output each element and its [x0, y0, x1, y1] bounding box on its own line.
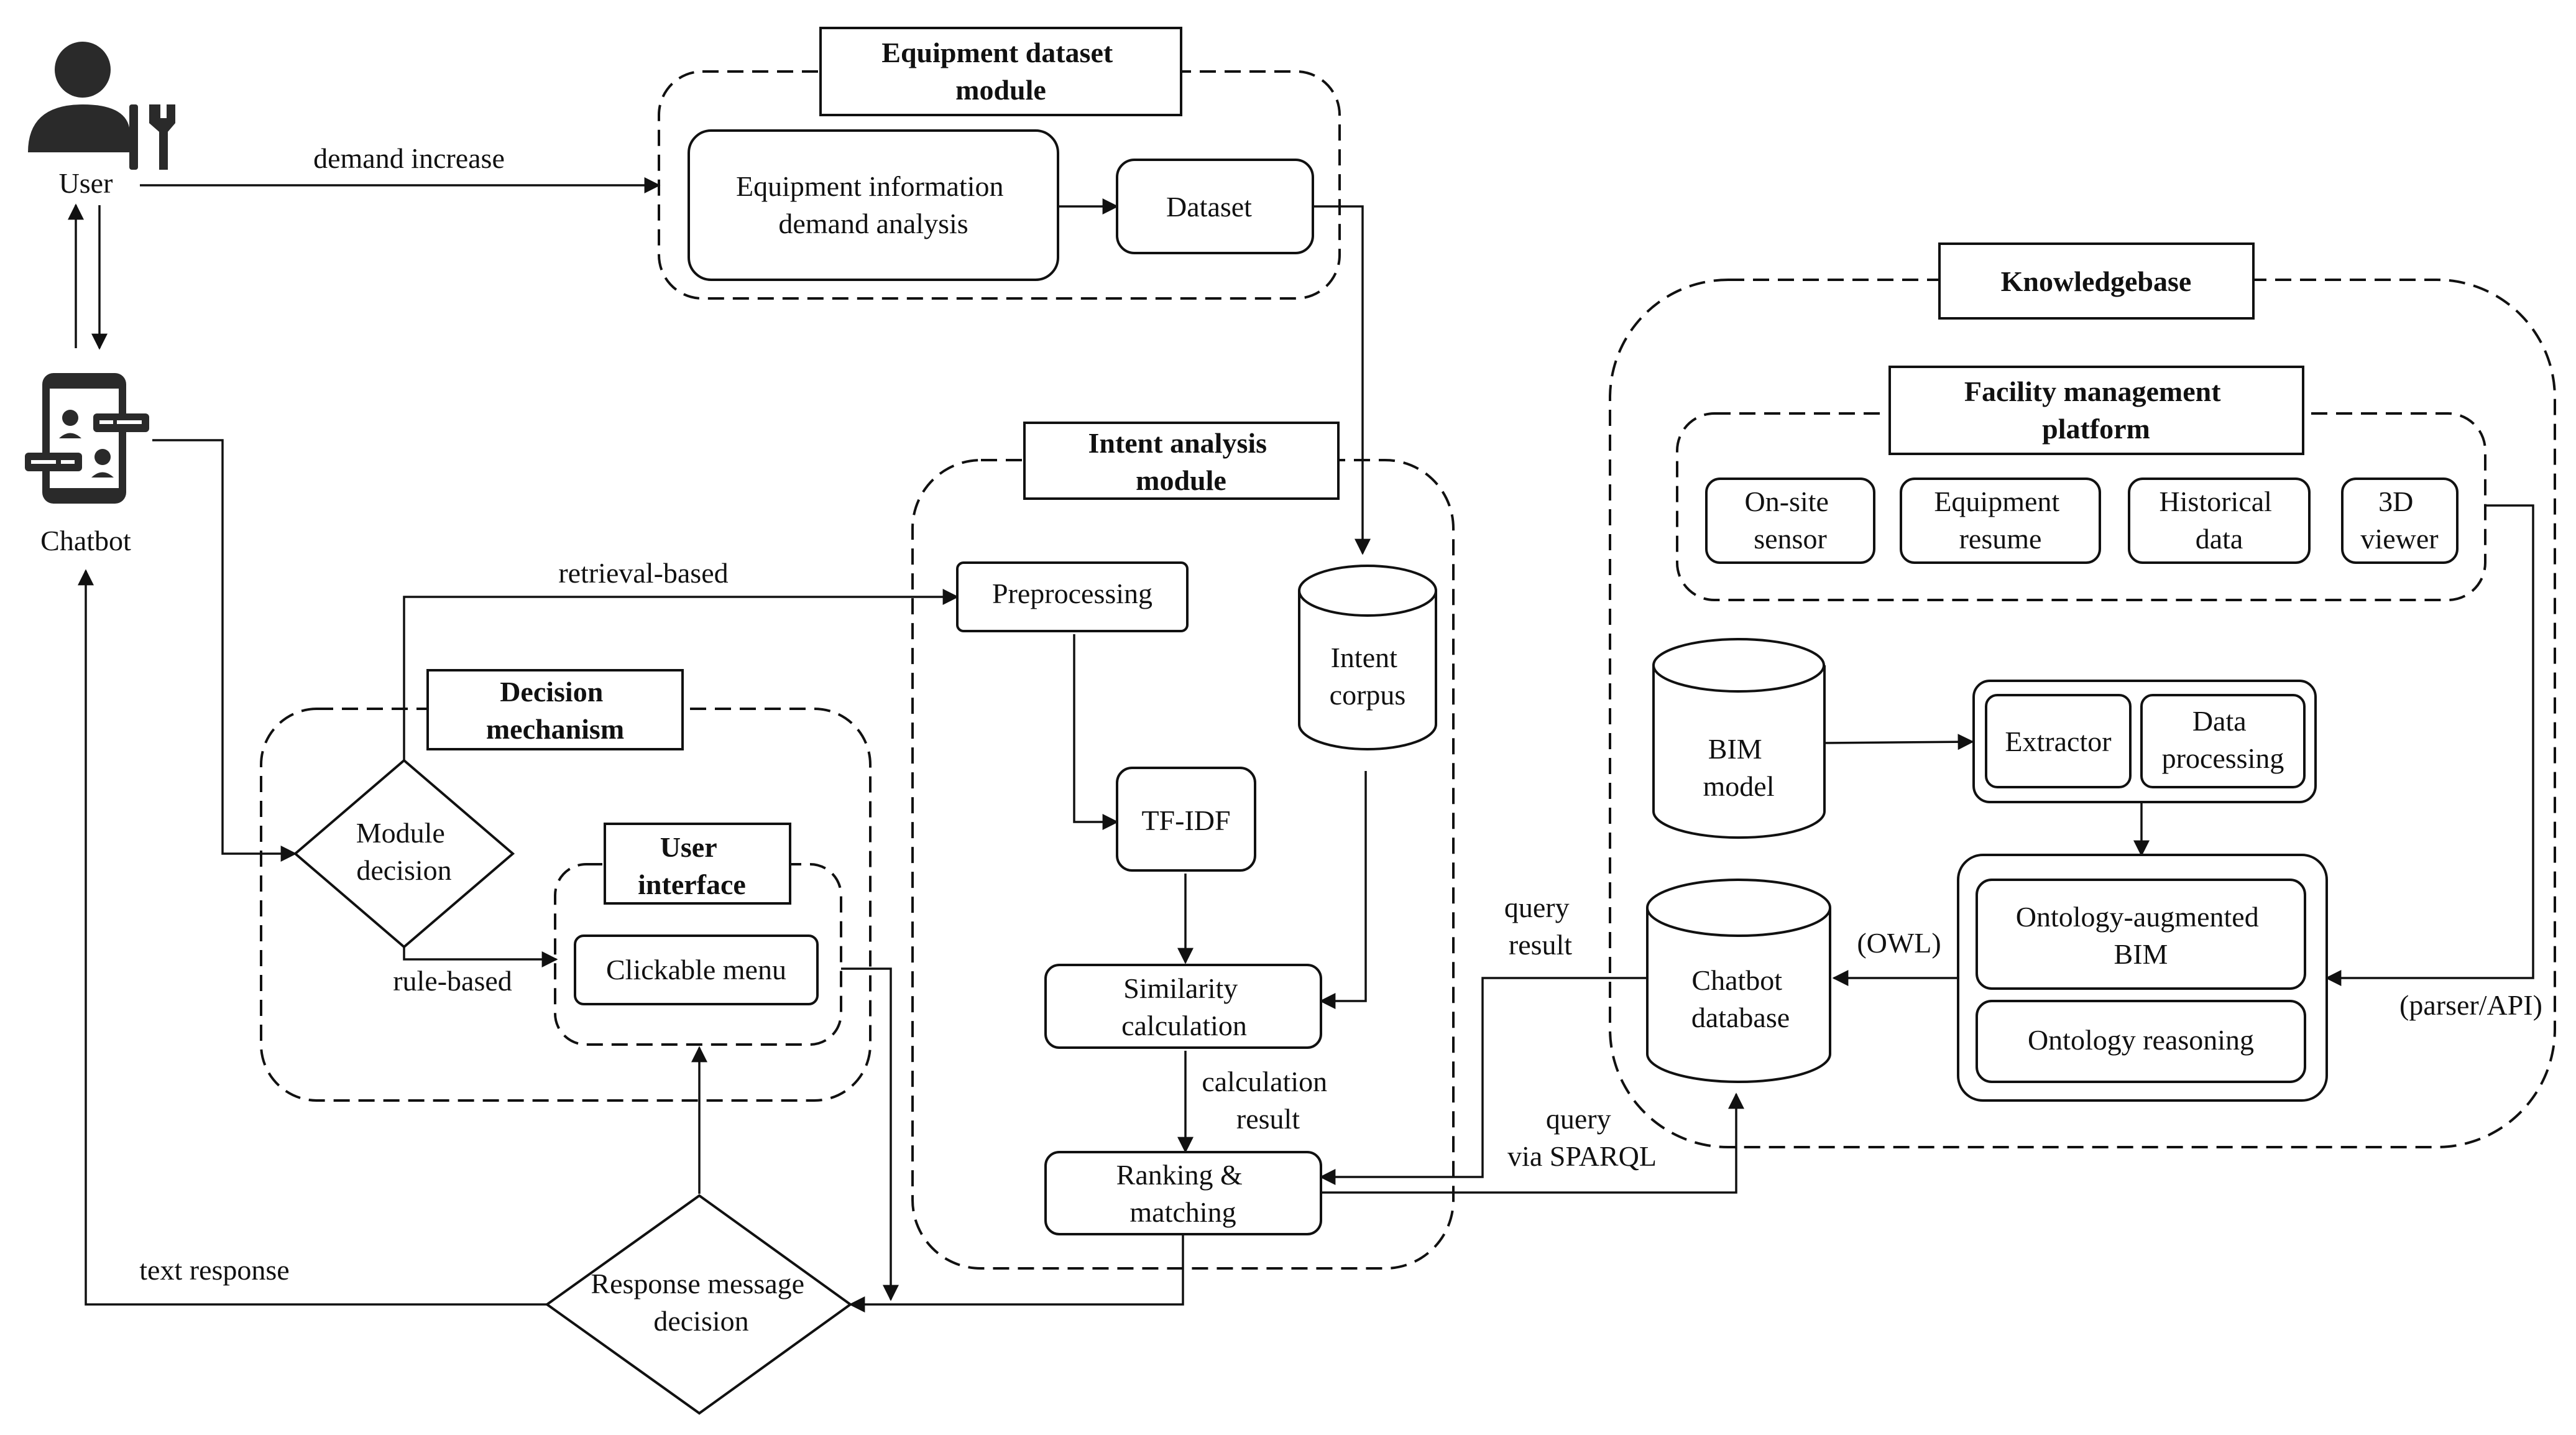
- extractor-label: Extractor: [2005, 726, 2111, 757]
- user-interface-title: User interface: [638, 831, 746, 900]
- similarity-box[interactable]: [1044, 964, 1322, 1049]
- chatbot-database-label: Chatbot database: [1691, 964, 1790, 1033]
- 3d-viewer-box[interactable]: [2341, 478, 2459, 564]
- tfidf-box[interactable]: [1116, 767, 1256, 872]
- historical-data-box[interactable]: [2128, 478, 2311, 564]
- edge-dataset-to-corpus: [1313, 205, 1371, 555]
- ranking-label: Ranking & matching: [1116, 1159, 1250, 1228]
- knowledgebase-title-box: [1938, 242, 2255, 320]
- label-calculation-result: calculation result: [1202, 1066, 1334, 1135]
- edge-ranking-to-response: [849, 1234, 1184, 1313]
- chatbot-label: Chatbot: [40, 525, 131, 556]
- edge-text-response: [78, 569, 547, 1306]
- chatbot-phone-icon: [25, 373, 149, 504]
- edge-corpus-to-similarity: [1319, 771, 1367, 1009]
- ontology-bim-box[interactable]: [1976, 879, 2306, 990]
- knowledgebase-title: Knowledgebase: [2001, 265, 2192, 297]
- label-query-result: query result: [1504, 892, 1576, 961]
- extractor-box[interactable]: [1985, 694, 2132, 788]
- intent-analysis-title: Intent analysis module: [1088, 427, 1274, 496]
- bim-model-label: BIM model: [1703, 733, 1775, 802]
- intent-corpus-label: Intent corpus: [1330, 642, 1406, 711]
- module-decision-diamond[interactable]: [293, 759, 515, 949]
- dataset-label: Dataset: [1166, 191, 1252, 223]
- label-demand-increase: demand increase: [313, 142, 505, 174]
- edge-chatbot-to-decision: [152, 439, 297, 862]
- decision-mechanism-title-box: [426, 669, 684, 750]
- data-processing-box[interactable]: [2140, 694, 2306, 788]
- onsite-sensor-label: On-site sensor: [1745, 486, 1836, 555]
- equipment-dataset-title: Equipment dataset module: [881, 37, 1120, 106]
- dataset-box[interactable]: [1116, 159, 1314, 254]
- clickable-menu-button[interactable]: [574, 934, 819, 1005]
- tfidf-label: TF-IDF: [1141, 805, 1230, 836]
- decision-mechanism-title: Decision mechanism: [486, 676, 624, 745]
- data-processing-label: Data processing: [2162, 705, 2284, 774]
- historical-data-label: Historical data: [2160, 486, 2279, 555]
- label-text-response: text response: [139, 1254, 289, 1286]
- fm-platform-title: Facility management platform: [1964, 376, 2228, 445]
- bim-model-cylinder[interactable]: [1652, 638, 1826, 839]
- equipment-resume-label: Equipment resume: [1934, 486, 2066, 555]
- edge-parser-api: [2325, 504, 2534, 986]
- intent-analysis-title-box: [1023, 422, 1340, 500]
- preprocessing-label: Preprocessing: [992, 578, 1152, 609]
- clickable-menu-label: Clickable menu: [606, 954, 786, 985]
- edge-query-result: [1319, 977, 1647, 1185]
- edge-query-sparql: [1321, 1092, 1744, 1194]
- fm-platform-title-box: [1888, 366, 2304, 455]
- label-parser-api: (parser/API): [2399, 989, 2542, 1021]
- intent-corpus-cylinder[interactable]: [1298, 565, 1437, 750]
- edge-retrieval-based: [403, 589, 959, 760]
- 3d-viewer-label: 3D viewer: [2360, 486, 2438, 555]
- ontology-reasoning-label: Ontology reasoning: [2028, 1024, 2254, 1056]
- response-decision-diamond[interactable]: [545, 1194, 853, 1415]
- ontology-bim-label: Ontology-augmented BIM: [2016, 901, 2266, 970]
- equipment-resume-box[interactable]: [1900, 478, 2101, 564]
- demand-analysis-label: Equipment information demand analysis: [736, 170, 1011, 239]
- chatbot-database-cylinder[interactable]: [1646, 879, 1831, 1083]
- demand-analysis-box[interactable]: [688, 129, 1059, 281]
- module-decision-label: Module decision: [356, 817, 453, 886]
- label-rule-based: rule-based: [393, 965, 512, 997]
- user-interface-title-box: [604, 823, 791, 905]
- user-icon: [28, 42, 175, 170]
- preprocessing-box[interactable]: [956, 561, 1189, 632]
- equipment-dataset-title-box: [819, 27, 1182, 116]
- fm-platform-container: [1676, 412, 2486, 601]
- user-label: User: [59, 167, 113, 199]
- label-retrieval-based: retrieval-based: [558, 557, 728, 589]
- label-owl: (OWL): [1857, 927, 1941, 959]
- edge-menu-to-response: [841, 967, 899, 1301]
- ontology-reasoning-box[interactable]: [1976, 1000, 2306, 1083]
- similarity-label: Similarity calculation: [1121, 972, 1247, 1041]
- edge-bim-to-extractor: [1824, 734, 1974, 750]
- ranking-box[interactable]: [1044, 1151, 1322, 1235]
- onsite-sensor-box[interactable]: [1705, 478, 1875, 564]
- edge-preprocessing-to-tfidf: [1073, 634, 1119, 830]
- response-decision-label: Response message decision: [591, 1268, 811, 1337]
- label-query-sparql: query via SPARQL: [1507, 1103, 1657, 1172]
- edge-rule-based: [403, 947, 558, 967]
